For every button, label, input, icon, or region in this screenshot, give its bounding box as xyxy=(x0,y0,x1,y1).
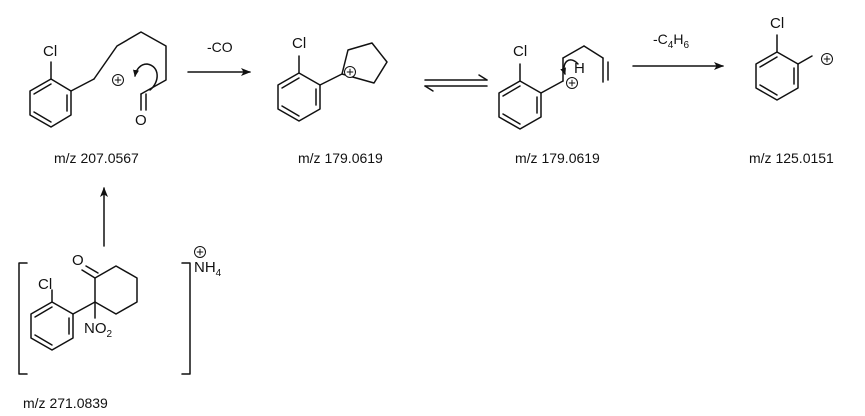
positive-charge-icon xyxy=(344,66,356,78)
mz-label: m/z 125.0151 xyxy=(749,150,834,166)
nitro-label: NO2 xyxy=(84,320,113,340)
ammonium-label: NH4 xyxy=(194,259,222,279)
equilibrium-arrow-icon xyxy=(424,74,488,92)
mz-label: m/z 271.0839 xyxy=(23,395,108,411)
curved-electron-arrow-icon xyxy=(560,59,579,75)
positive-charge-icon xyxy=(821,53,833,65)
structure-m179-b: Cl H m/z 179.0619 xyxy=(498,43,609,166)
structure-m271-precursor: Cl O NO2 NH4 m/z 271.0839 xyxy=(18,246,222,411)
positive-charge-icon xyxy=(112,74,124,86)
chlorine-label: Cl xyxy=(770,15,784,32)
condition-label: -C4H6 xyxy=(653,31,689,51)
structure-m207: Cl O m/z 207.0567 xyxy=(29,31,167,166)
reaction-arrow-co: -CO xyxy=(187,39,251,76)
chlorine-label: Cl xyxy=(292,35,306,52)
positive-charge-icon xyxy=(566,77,578,89)
left-bracket xyxy=(18,262,28,375)
positive-charge-icon xyxy=(194,246,206,258)
chlorine-label: Cl xyxy=(43,43,57,60)
mz-label: m/z 179.0619 xyxy=(515,150,600,166)
oxygen-label: O xyxy=(72,252,84,269)
chlorine-label: Cl xyxy=(513,43,527,60)
mz-label: m/z 207.0567 xyxy=(54,150,139,166)
hydrogen-label: H xyxy=(574,60,585,77)
structure-m125: Cl m/z 125.0151 xyxy=(749,15,834,166)
structure-m179-a: Cl m/z 179.0619 xyxy=(277,35,388,166)
right-bracket xyxy=(181,262,191,375)
mz-label: m/z 179.0619 xyxy=(298,150,383,166)
reaction-arrow-c4h6: -C4H6 xyxy=(632,31,724,70)
curved-electron-arrow-icon xyxy=(133,63,158,91)
chlorine-label: Cl xyxy=(38,276,52,293)
condition-label: -CO xyxy=(207,39,233,55)
oxygen-label: O xyxy=(135,112,147,129)
